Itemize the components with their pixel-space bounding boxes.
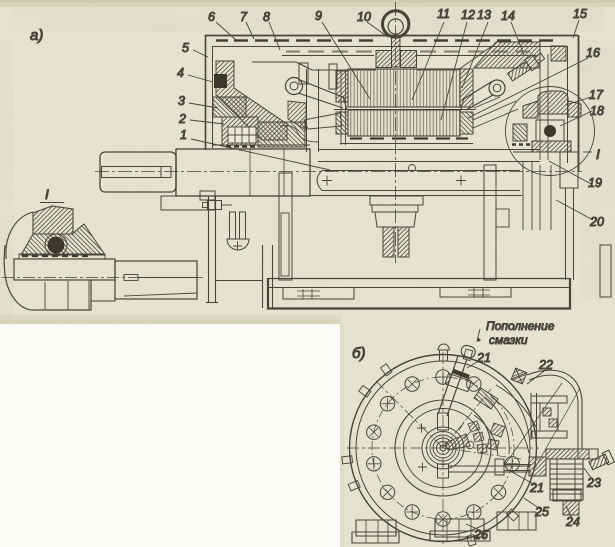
svg-text:7: 7 <box>240 10 248 24</box>
svg-text:10: 10 <box>357 10 371 24</box>
svg-text:23: 23 <box>586 476 601 490</box>
svg-text:16: 16 <box>586 46 600 60</box>
svg-text:б): б) <box>352 345 365 362</box>
svg-text:24: 24 <box>565 515 580 529</box>
svg-text:21: 21 <box>476 351 491 365</box>
svg-text:26: 26 <box>473 528 488 542</box>
svg-text:8: 8 <box>263 10 270 24</box>
svg-text:25: 25 <box>534 505 549 519</box>
svg-text:11: 11 <box>437 7 450 21</box>
svg-text:смазки: смазки <box>489 333 528 347</box>
svg-text:22: 22 <box>538 358 553 372</box>
svg-text:4: 4 <box>177 66 184 80</box>
svg-text:20: 20 <box>589 215 604 229</box>
svg-text:I: I <box>45 186 49 202</box>
svg-text:Пополнение: Пополнение <box>486 319 555 333</box>
svg-text:21: 21 <box>529 481 544 495</box>
svg-text:9: 9 <box>315 9 322 23</box>
svg-text:14: 14 <box>501 9 515 23</box>
svg-text:18: 18 <box>590 104 604 118</box>
svg-text:17: 17 <box>589 88 604 102</box>
svg-text:15: 15 <box>573 7 587 21</box>
svg-text:5: 5 <box>182 41 189 55</box>
svg-text:1: 1 <box>180 128 187 142</box>
svg-text:a): a) <box>30 27 43 44</box>
svg-text:12: 12 <box>461 8 475 22</box>
svg-text:13: 13 <box>477 8 491 22</box>
svg-text:I: I <box>596 146 600 162</box>
svg-text:6: 6 <box>208 10 215 24</box>
svg-text:3: 3 <box>178 94 185 108</box>
svg-text:2: 2 <box>178 112 186 126</box>
svg-text:19: 19 <box>588 176 602 190</box>
